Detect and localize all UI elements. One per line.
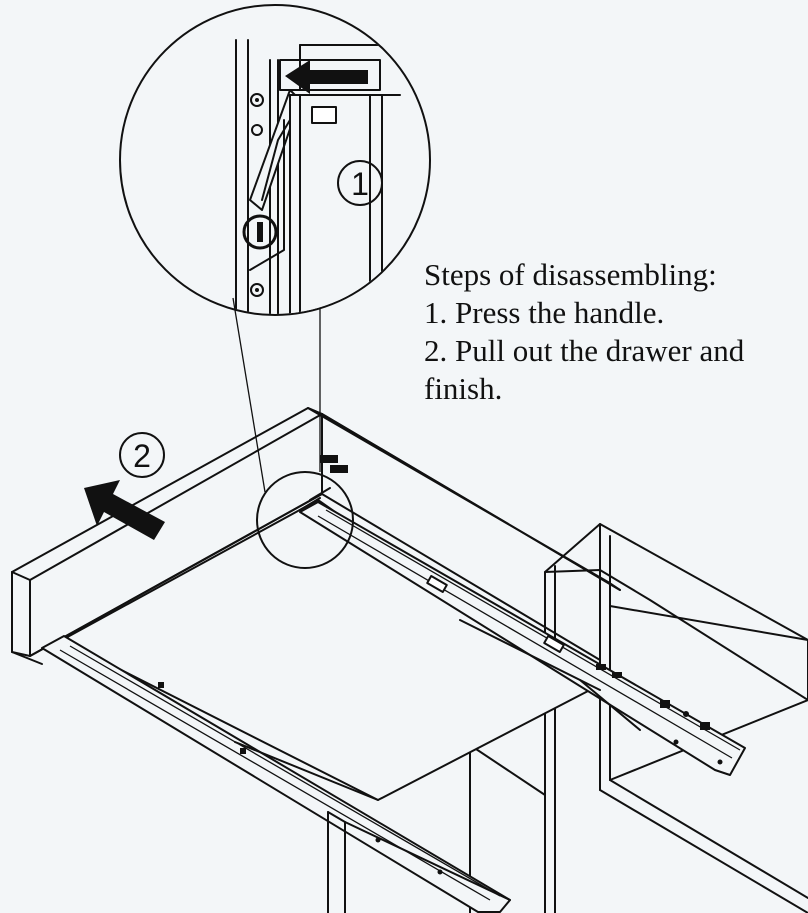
cabinet-edge: [609, 779, 808, 899]
cabinet-edge: [469, 744, 546, 796]
cabinet-edge: [599, 789, 808, 913]
instruction-step-2-continued: finish.: [424, 371, 503, 406]
instruction-step-2: 2. Pull out the drawer and: [424, 333, 745, 368]
drawer: [11, 407, 746, 913]
detail-callout-magnified: [119, 4, 431, 316]
instruction-step-1: 1. Press the handle.: [424, 295, 665, 330]
arrow-up-left-icon: [84, 480, 165, 540]
step-1-callout: 1: [337, 160, 383, 206]
step-1-number: 1: [351, 166, 369, 202]
cabinet-edge: [609, 605, 808, 641]
disassembly-instructions: Steps of disassembling: 1. Press the han…: [424, 256, 808, 408]
step-2-callout: 2: [119, 432, 165, 478]
step-2-number: 2: [133, 438, 151, 474]
detail-connector: [232, 297, 266, 493]
instructions-heading: Steps of disassembling:: [424, 257, 717, 292]
arrow-left-icon: [285, 60, 368, 94]
detail-callout-small: [256, 455, 354, 569]
